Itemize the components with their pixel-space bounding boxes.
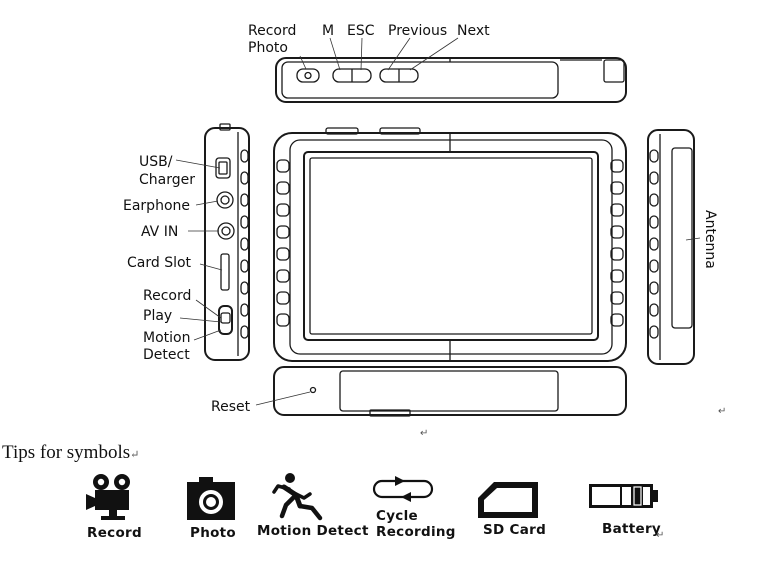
grip-rib (276, 269, 290, 283)
grip-rib (276, 203, 290, 217)
grip-rib (610, 203, 624, 217)
card-slot (220, 253, 230, 291)
tips-title: Tips for symbols↵ (2, 442, 140, 463)
label-earphone: Earphone (123, 198, 190, 214)
symbol-label-cycle: Cycle (376, 508, 418, 524)
label-record-mode: Record (143, 288, 191, 304)
device-front-view (273, 127, 627, 362)
label-previous: Previous (388, 23, 447, 39)
label-m: M (322, 23, 334, 39)
device-right-view: Antenna (647, 129, 718, 365)
label-usb: USB/ (139, 154, 173, 170)
mode-switch (218, 305, 233, 335)
grip-rib (276, 247, 290, 261)
grip-rib (240, 281, 249, 295)
grip-rib (610, 159, 624, 173)
grip-rib (240, 237, 249, 251)
svg-text:↵: ↵ (718, 406, 726, 417)
label-detect: Detect (143, 347, 190, 363)
label-record: Record (248, 23, 296, 39)
label-card-slot: Card Slot (127, 255, 192, 271)
photo-camera-icon (187, 477, 235, 520)
grip-rib (649, 281, 659, 295)
label-charger: Charger (139, 172, 195, 188)
label-play-mode: Play (143, 308, 172, 324)
grip-rib (276, 225, 290, 239)
grip-rib (240, 171, 249, 185)
grip-rib (240, 325, 249, 339)
battery-icon (589, 484, 658, 508)
sd-card-icon (478, 482, 538, 518)
symbol-label-battery: Battery (602, 521, 661, 537)
label-esc: ESC (347, 23, 375, 39)
symbol-label-sd-card: SD Card (483, 522, 546, 538)
symbol-label-photo: Photo (190, 525, 236, 541)
label-antenna: Antenna (702, 210, 718, 269)
label-next: Next (457, 23, 490, 39)
grip-rib (649, 149, 659, 163)
symbol-label-record: Record (87, 525, 142, 541)
video-camera-icon (86, 474, 130, 520)
grip-rib (240, 259, 249, 273)
svg-text:↵: ↵ (656, 530, 664, 541)
device-bottom-view: Reset (211, 366, 627, 417)
grip-rib (240, 303, 249, 317)
grip-rib (240, 193, 249, 207)
grip-rib (610, 247, 624, 261)
grip-rib (276, 313, 290, 327)
grip-rib (610, 225, 624, 239)
grip-rib (610, 313, 624, 327)
grip-rib (649, 325, 659, 339)
antenna (671, 147, 693, 329)
usb-port (215, 157, 231, 179)
grip-rib (649, 171, 659, 185)
label-reset: Reset (211, 399, 251, 415)
grip-rib (610, 181, 624, 195)
grip-rib (649, 303, 659, 317)
device-left-view: USB/ Charger Earphone AV IN Card Slot Re… (123, 123, 250, 363)
grip-rib (649, 215, 659, 229)
reset-hole (309, 386, 317, 394)
grip-rib (649, 193, 659, 207)
grip-rib (276, 159, 290, 173)
record-photo-button (296, 68, 320, 83)
label-photo: Photo (248, 40, 288, 56)
label-av-in: AV IN (141, 224, 178, 240)
grip-rib (610, 269, 624, 283)
screen (303, 151, 599, 341)
grip-rib (610, 291, 624, 305)
grip-rib (649, 237, 659, 251)
symbol-label-recording: Recording (376, 524, 456, 540)
av-in-jack (217, 222, 235, 240)
grip-rib (276, 291, 290, 305)
symbol-legend: Record Photo Motion Detect Cycle Recordi… (86, 473, 664, 541)
cycle-arrows-icon (372, 476, 434, 502)
grip-rib (649, 259, 659, 273)
earphone-jack (216, 191, 234, 209)
grip-rib (240, 215, 249, 229)
device-top-view: Record Photo M ESC Previous Next (248, 23, 627, 103)
grip-rib (276, 181, 290, 195)
label-motion: Motion (143, 330, 190, 346)
running-person-icon (272, 473, 323, 521)
symbol-label-motion-detect: Motion Detect (257, 523, 369, 539)
grip-rib (240, 149, 249, 163)
svg-text:↵: ↵ (420, 428, 428, 439)
